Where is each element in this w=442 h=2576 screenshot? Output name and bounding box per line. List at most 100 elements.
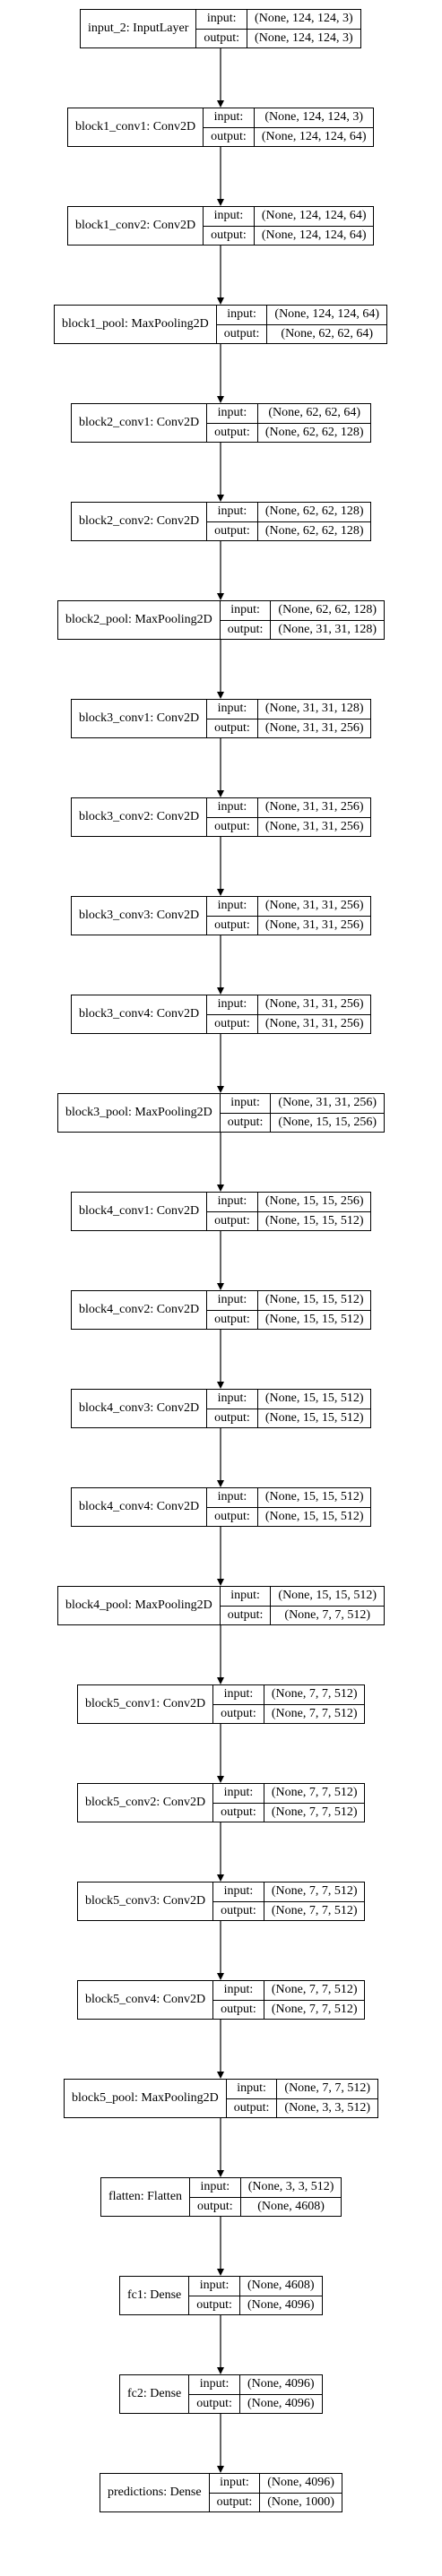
arrowhead xyxy=(217,1480,224,1487)
arrowhead xyxy=(217,1579,224,1586)
layer-name: block1_pool: MaxPooling2D xyxy=(55,306,217,343)
layer-name: block2_conv1: Conv2D xyxy=(72,404,208,442)
layer-node-block4-conv2: block4_conv2: Conv2D input: output:(None, … xyxy=(71,1290,372,1330)
output-label: output: xyxy=(213,1703,264,1724)
layer-name: block4_conv2: Conv2D xyxy=(72,1291,208,1329)
output-shape: (None, 7, 7, 512) xyxy=(264,1999,365,2020)
layer-name: block3_conv2: Conv2D xyxy=(72,798,208,836)
input-shape: (None, 31, 31, 256) xyxy=(264,899,364,913)
input-label: input: xyxy=(217,1293,247,1307)
io-labels: input:output: xyxy=(207,404,258,442)
output-label: output: xyxy=(207,1309,257,1330)
input-label: input: xyxy=(230,1096,260,1110)
arrowhead xyxy=(217,100,224,108)
arrowhead xyxy=(217,692,224,699)
input-shape: (None, 62, 62, 128) xyxy=(264,504,364,519)
layer-name: predictions: Dense xyxy=(100,2474,210,2511)
io-labels: input:output: xyxy=(204,108,255,146)
input-label: input: xyxy=(213,209,244,223)
io-shapes: (None, 31, 31, 128)(None, 31, 31, 256) xyxy=(257,700,371,737)
io-labels: input:output: xyxy=(213,1882,264,1920)
io-shapes: (None, 15, 15, 256)(None, 15, 15, 512) xyxy=(257,1193,371,1230)
io-shapes: (None, 4096)(None, 1000) xyxy=(260,2474,342,2511)
layer-name: flatten: Flatten xyxy=(101,2178,191,2216)
output-shape: (None, 31, 31, 256) xyxy=(257,915,371,935)
io-shapes: (None, 31, 31, 256)(None, 31, 31, 256) xyxy=(257,798,371,836)
input-label: input: xyxy=(199,2279,230,2293)
input-label: input: xyxy=(223,1983,254,1997)
input-shape: (None, 3, 3, 512) xyxy=(247,2180,334,2194)
io-shapes: (None, 4608)(None, 4096) xyxy=(239,2277,322,2314)
input-label: input: xyxy=(199,2377,230,2391)
input-shape: (None, 4608) xyxy=(247,2279,315,2293)
input-label: input: xyxy=(217,504,247,519)
output-shape: (None, 31, 31, 256) xyxy=(257,1013,371,1034)
input-label: input: xyxy=(230,1589,260,1603)
output-shape: (None, 7, 7, 512) xyxy=(271,1605,385,1625)
arrowhead xyxy=(217,987,224,995)
arrowhead xyxy=(217,1382,224,1389)
arrowhead xyxy=(217,199,224,206)
input-label: input: xyxy=(213,110,244,125)
output-label: output: xyxy=(207,1013,257,1034)
input-label: input: xyxy=(223,1687,254,1702)
layer-node-block1-pool: block1_pool: MaxPooling2D input:output: (N… xyxy=(54,305,388,344)
io-shapes: (None, 7, 7, 512)(None, 3, 3, 512) xyxy=(277,2080,378,2118)
arrowhead xyxy=(217,2269,224,2276)
input-label: input: xyxy=(223,1786,254,1800)
layer-name: block2_pool: MaxPooling2D xyxy=(58,601,221,639)
io-labels: input:output: xyxy=(207,798,258,836)
output-shape: (None, 4096) xyxy=(239,2393,322,2414)
output-shape: (None, 31, 31, 128) xyxy=(271,619,385,640)
output-shape: (None, 124, 124, 64) xyxy=(254,225,374,246)
input-shape: (None, 124, 124, 64) xyxy=(274,307,380,322)
layer-name: block3_conv1: Conv2D xyxy=(72,700,208,737)
output-shape: (None, 3, 3, 512) xyxy=(277,2098,378,2118)
io-labels: input:output: xyxy=(213,1784,264,1822)
input-shape: (None, 15, 15, 256) xyxy=(264,1194,364,1209)
input-label: input: xyxy=(227,307,256,322)
output-label: output: xyxy=(207,718,257,738)
arrowhead xyxy=(217,2367,224,2374)
input-label: input: xyxy=(237,2081,266,2096)
output-label: output: xyxy=(189,2393,239,2414)
arrowhead xyxy=(217,495,224,502)
io-shapes: (None, 4096)(None, 4096) xyxy=(239,2375,322,2414)
output-shape: (None, 15, 15, 512) xyxy=(257,1408,371,1428)
arrowhead xyxy=(217,1874,224,1882)
arrowhead xyxy=(217,1086,224,1093)
layer-name: block4_pool: MaxPooling2D xyxy=(58,1587,221,1624)
output-shape: (None, 15, 15, 512) xyxy=(257,1309,371,1330)
io-labels: input:output: xyxy=(220,1587,272,1624)
layer-name: block4_conv3: Conv2D xyxy=(72,1390,208,1427)
input-shape: (None, 62, 62, 64) xyxy=(268,406,360,420)
arrowhead xyxy=(217,297,224,305)
layer-name: input_2: InputLayer xyxy=(81,10,197,47)
io-labels: input:output: xyxy=(220,601,272,640)
io-labels: input:output: xyxy=(190,2178,241,2216)
input-label: input: xyxy=(223,1884,254,1899)
input-label: input: xyxy=(206,12,237,26)
io-shapes: (None, 62, 62, 64)(None, 62, 62, 128) xyxy=(257,404,371,442)
io-labels: input:output: xyxy=(196,10,248,47)
io-labels: input:output: xyxy=(207,700,258,737)
output-shape: (None, 4608) xyxy=(240,2196,342,2217)
output-label: output: xyxy=(216,323,267,344)
arrowhead xyxy=(217,2072,224,2079)
input-shape: (None, 7, 7, 512) xyxy=(271,1786,358,1800)
output-label: output: xyxy=(207,1408,257,1428)
io-labels: input:output: xyxy=(204,207,255,245)
layer-name: block3_conv3: Conv2D xyxy=(72,897,208,935)
output-label: output: xyxy=(220,619,271,640)
input-label: input: xyxy=(217,997,247,1012)
io-shapes: (None, 62, 62, 128)(None, 31, 31, 128) xyxy=(271,601,385,640)
